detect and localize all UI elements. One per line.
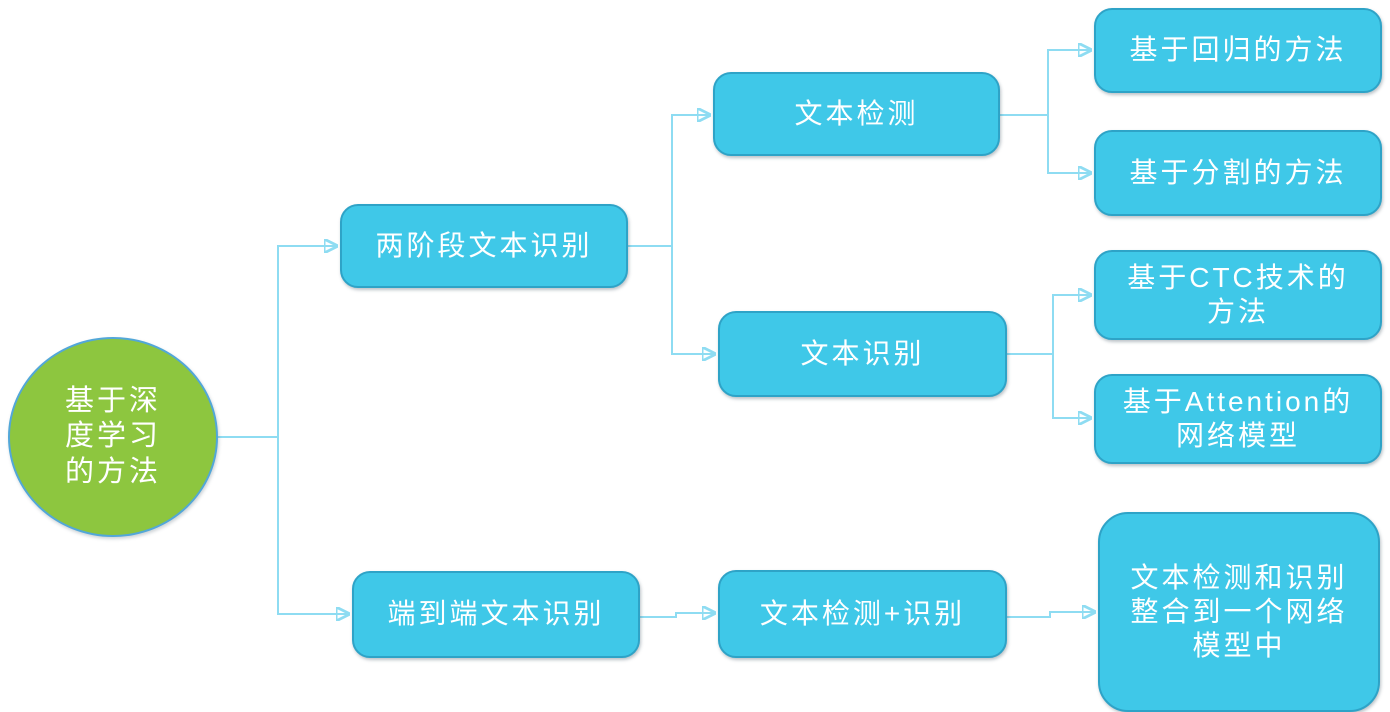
node-root: 基于深 度学习 的方法	[8, 337, 218, 537]
node-det-plus-rec: 文本检测+识别	[718, 570, 1007, 658]
edge-two-stage-to-text-recognition	[671, 246, 714, 354]
node-end-to-end: 端到端文本识别	[352, 571, 640, 658]
node-segmentation: 基于分割的方法	[1094, 130, 1382, 216]
node-ctc: 基于CTC技术的 方法	[1094, 250, 1382, 340]
edge-text-detection-to-regression	[1047, 50, 1090, 115]
node-text-recognition: 文本识别	[718, 311, 1007, 397]
edge-root-to-end-to-end	[277, 437, 348, 614]
edge-end-to-end-to-det-plus-rec	[640, 613, 714, 617]
node-two-stage: 两阶段文本识别	[340, 204, 628, 288]
node-text-detection: 文本检测	[713, 72, 1000, 156]
edge-text-recognition-to-ctc	[1052, 295, 1090, 354]
edge-det-plus-rec-to-integrated	[1007, 612, 1094, 617]
edge-text-recognition-to-attention	[1052, 354, 1090, 418]
node-regression: 基于回归的方法	[1094, 8, 1382, 93]
node-attention: 基于Attention的 网络模型	[1094, 374, 1382, 464]
edge-text-detection-to-segmentation	[1047, 115, 1090, 173]
node-integrated: 文本检测和识别 整合到一个网络 模型中	[1098, 512, 1380, 712]
edge-root-to-two-stage	[277, 246, 336, 437]
edge-two-stage-to-text-detection	[671, 115, 709, 246]
